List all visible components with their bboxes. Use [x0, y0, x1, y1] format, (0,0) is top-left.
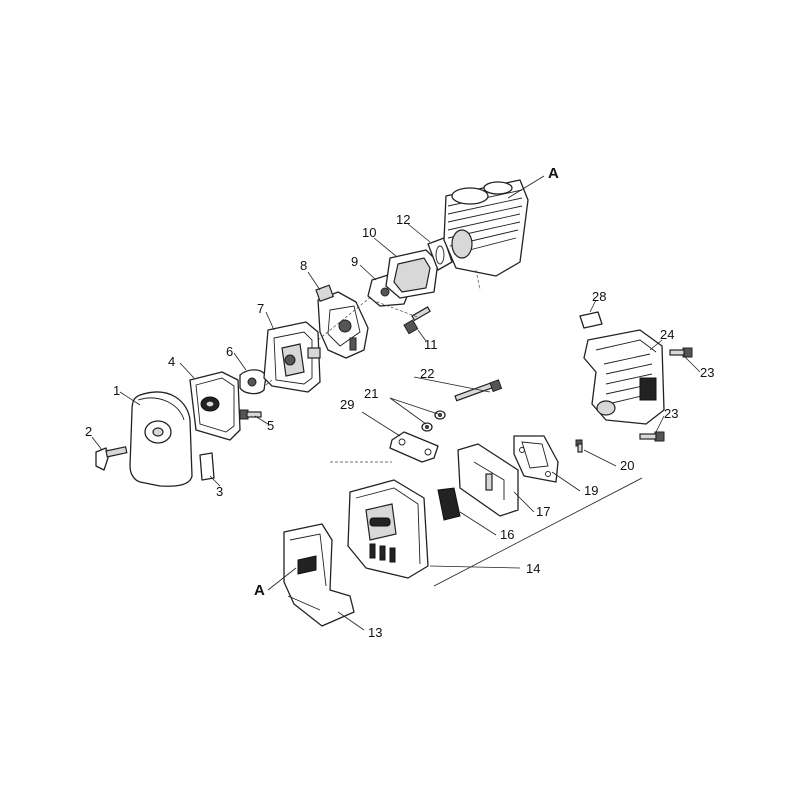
- part-10-insulator: [385, 249, 439, 299]
- part-4-air-filter-base: [189, 371, 241, 441]
- label-part-2: 2: [85, 424, 92, 439]
- label-part-28: 28: [592, 289, 606, 304]
- label-part-17: 17: [536, 504, 550, 519]
- label-part-16: 16: [500, 527, 514, 542]
- label-part-9: 9: [351, 254, 358, 269]
- cylinder-reference-a: [443, 179, 529, 291]
- part-1-air-filter-cover: [129, 391, 193, 487]
- label-part-3: 3: [216, 484, 223, 499]
- part-11-screw: [403, 306, 431, 335]
- part-6-choke-plate: [239, 369, 267, 395]
- label-part-4: 4: [168, 354, 175, 369]
- label-part-24: 24: [660, 327, 674, 342]
- part-3-filter-element: [199, 452, 215, 481]
- label-part-23-upper: 23: [700, 365, 714, 380]
- part-16-spark-screen: [437, 487, 461, 521]
- part-14-muffler: [347, 479, 429, 579]
- label-part-7: 7: [257, 301, 264, 316]
- part-23-bolt-upper: [669, 347, 693, 358]
- part-24-muffler-cover: [583, 329, 665, 425]
- label-part-12: 12: [396, 212, 410, 227]
- label-part-14: 14: [526, 561, 540, 576]
- label-part-29: 29: [340, 397, 354, 412]
- part-7-carburetor-adapter: [263, 321, 321, 393]
- part-29-plate: [389, 431, 439, 463]
- label-part-1: 1: [113, 383, 120, 398]
- label-part-11: 11: [424, 337, 438, 352]
- label-part-6: 6: [226, 344, 233, 359]
- label-part-19: 19: [584, 483, 598, 498]
- label-ref-a-cylinder: A: [548, 165, 559, 182]
- part-2-wing-bolt: [95, 446, 128, 471]
- part-23-bolt-lower: [639, 431, 665, 442]
- part-8-carburetor: [315, 284, 369, 359]
- part-13-guard-plate: [283, 523, 355, 627]
- label-part-20: 20: [620, 458, 634, 473]
- label-ref-a-guard: A: [254, 582, 265, 599]
- part-19-gasket: [513, 435, 559, 483]
- label-part-23-lower: 23: [664, 406, 678, 421]
- part-28-small-gasket: [579, 311, 603, 329]
- part-21-washers: [421, 410, 446, 432]
- label-part-8: 8: [300, 258, 307, 273]
- part-22-long-bolt: [454, 379, 503, 402]
- part-5-bolt: [239, 409, 262, 420]
- label-part-22: 22: [420, 366, 434, 381]
- label-part-21: 21: [364, 386, 378, 401]
- label-part-5: 5: [267, 418, 274, 433]
- leader-lines: [91, 175, 701, 631]
- label-part-10: 10: [362, 225, 376, 240]
- label-part-13: 13: [368, 625, 382, 640]
- part-17-heat-shield: [457, 443, 519, 517]
- part-20-screw: [575, 439, 583, 453]
